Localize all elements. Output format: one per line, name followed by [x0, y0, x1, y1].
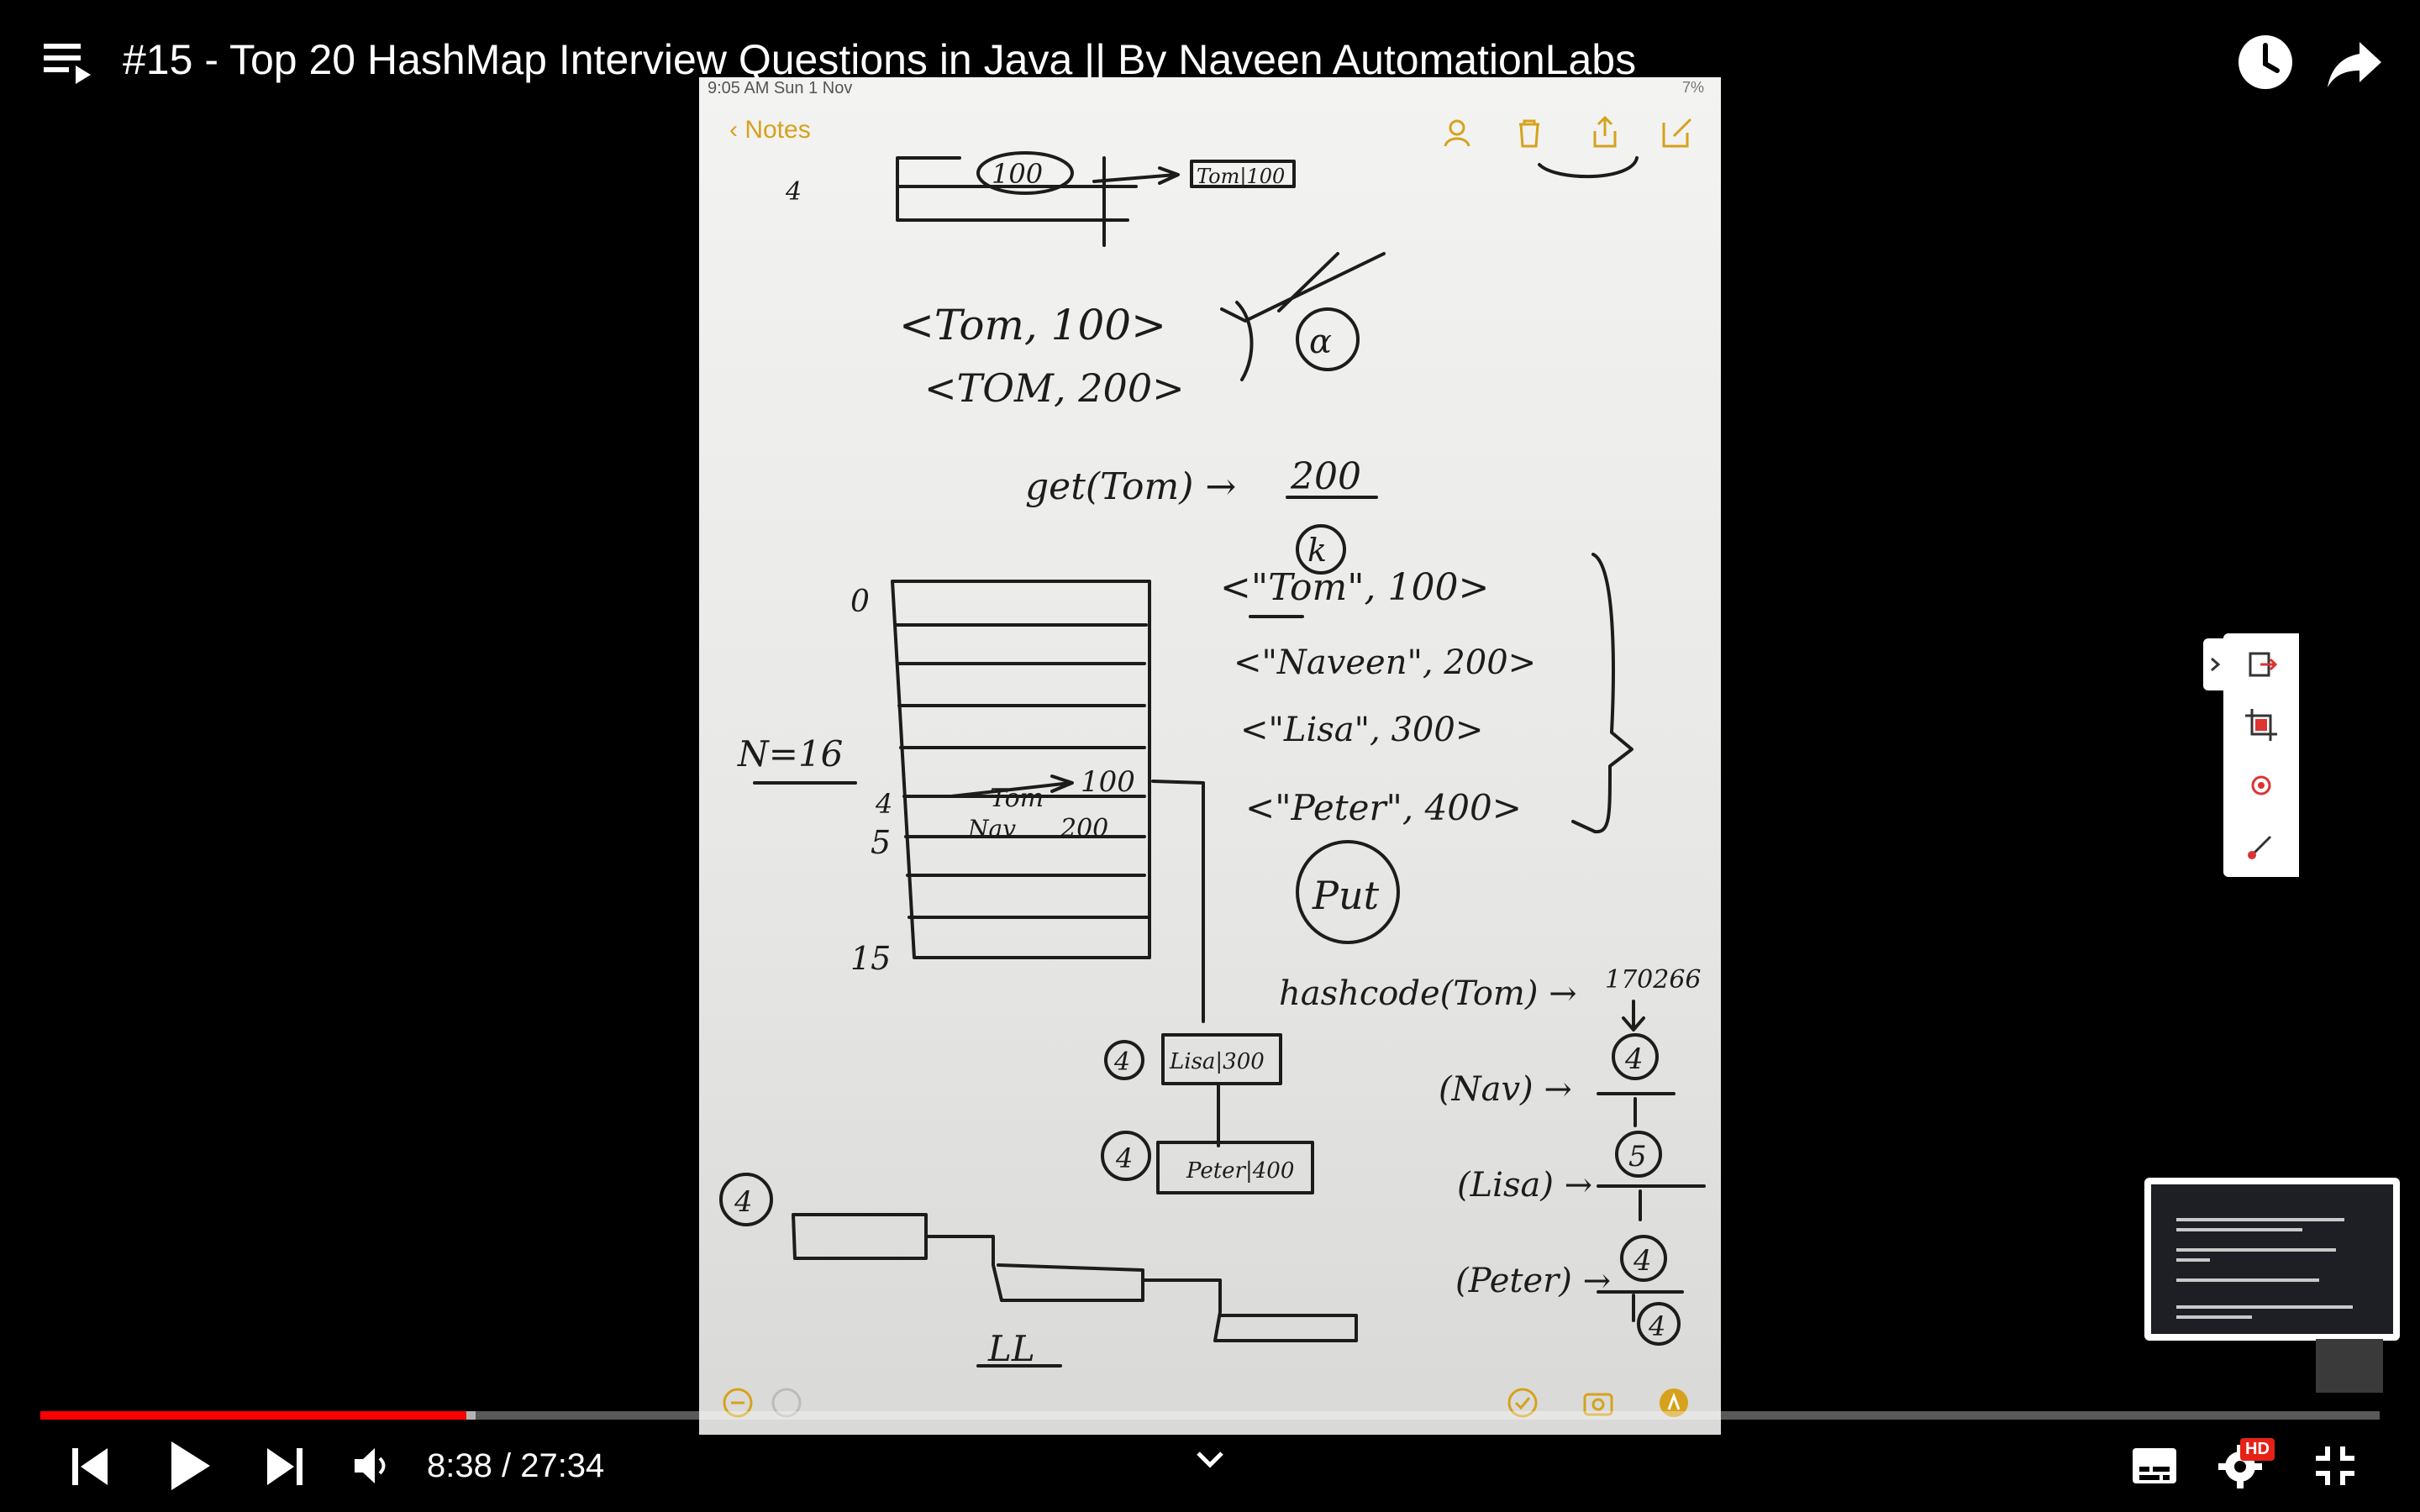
row-4: 4 — [875, 788, 892, 820]
chevron-down-icon[interactable] — [1195, 1450, 1225, 1470]
put-label: Put — [1312, 873, 1380, 918]
thumbnail-line — [2176, 1305, 2353, 1309]
share-icon[interactable] — [2326, 34, 2385, 92]
skip-previous-icon[interactable] — [71, 1443, 109, 1490]
bucket5-value: 200 — [1060, 814, 1108, 843]
node2-text: Peter|400 — [1186, 1158, 1294, 1184]
hash-index-2: 5 — [1628, 1140, 1647, 1173]
pair-4: <"Peter", 400> — [1245, 787, 1522, 828]
hash-value: 170266 — [1605, 965, 1702, 995]
duration: 27:34 — [520, 1447, 605, 1484]
bucket4-value: 100 — [1081, 765, 1135, 799]
time-display: 8:38 / 27:34 — [427, 1443, 604, 1488]
time-separator: / — [492, 1447, 521, 1484]
node1-text: Lisa|300 — [1169, 1049, 1265, 1074]
ll-index: 4 — [734, 1185, 753, 1219]
skip-next-icon[interactable] — [266, 1443, 304, 1490]
thumbnail-line — [2176, 1218, 2344, 1221]
pair-1: <"Tom", 100> — [1220, 566, 1489, 609]
circled-k: k — [1307, 532, 1327, 569]
chevron-right-icon — [2211, 657, 2221, 672]
chevron-left-icon: ‹ — [729, 116, 745, 144]
share-notes-icon[interactable] — [1586, 114, 1623, 151]
crop-icon[interactable] — [2240, 704, 2282, 746]
hd-badge: HD — [2240, 1438, 2275, 1461]
node2-index: 4 — [1115, 1142, 1133, 1174]
volume-icon[interactable] — [353, 1445, 387, 1487]
subtitles-icon[interactable] — [2131, 1445, 2178, 1487]
checklist-icon[interactable] — [1506, 1386, 1539, 1420]
trash-icon[interactable] — [1511, 114, 1548, 151]
redo-icon[interactable] — [770, 1386, 803, 1420]
thumbnail-line — [2176, 1258, 2210, 1262]
row-0: 0 — [850, 585, 870, 619]
hash-index-4: 4 — [1648, 1310, 1665, 1342]
pair-3: <"Lisa", 300> — [1240, 711, 1483, 749]
row-5: 5 — [871, 824, 891, 861]
top-node: Tom|100 — [1197, 165, 1285, 189]
notes-back-label: Notes — [744, 116, 811, 144]
progress-bar[interactable] — [40, 1411, 2380, 1420]
markup-icon[interactable] — [1657, 1386, 1691, 1420]
thumbnail-line — [2176, 1248, 2336, 1252]
bucket5-nav: Nav — [967, 815, 1016, 843]
get-result: 200 — [1290, 455, 1361, 498]
hash-index-1: 4 — [1624, 1042, 1644, 1076]
thumbnail-line — [2176, 1278, 2319, 1282]
top-value: 100 — [992, 158, 1043, 190]
entry-1: <Tom, 100> — [899, 301, 1166, 349]
exit-icon[interactable] — [2240, 643, 2282, 685]
brush-icon[interactable] — [2240, 825, 2282, 867]
video-frame[interactable]: 9:05 AM Sun 1 Nov 7% ‹ Notes 4 100 Tom|1… — [699, 77, 1721, 1435]
hash-index-3: 4 — [1633, 1244, 1652, 1278]
playlist-icon[interactable] — [42, 37, 97, 92]
clock-icon[interactable] — [2235, 32, 2296, 92]
hash-peter: (Peter) → — [1455, 1262, 1611, 1300]
undo-icon[interactable] — [721, 1386, 755, 1420]
hash-lisa: (Lisa) → — [1457, 1166, 1592, 1205]
tool-panel — [2223, 633, 2299, 877]
top-row-index: 4 — [785, 177, 802, 207]
current-time: 8:38 — [427, 1447, 492, 1484]
play-icon[interactable] — [166, 1438, 213, 1494]
collaborate-icon[interactable] — [1439, 114, 1476, 151]
compose-icon[interactable] — [1659, 114, 1696, 151]
camera-icon[interactable] — [1581, 1386, 1615, 1420]
notes-back-button[interactable]: ‹ Notes — [729, 116, 811, 144]
ipad-status-time: 9:05 AM Sun 1 Nov — [708, 79, 853, 97]
thumbnail-line — [2176, 1228, 2302, 1231]
n-label: N=16 — [737, 733, 843, 774]
hash-line: hashcode(Tom) → — [1279, 974, 1577, 1013]
settings-button[interactable]: HD — [2218, 1438, 2277, 1490]
ll-label: LL — [987, 1328, 1035, 1369]
node1-index: 4 — [1113, 1047, 1130, 1077]
ipad-battery: 7% — [1681, 79, 1704, 96]
presenter-webcam — [2316, 1339, 2383, 1393]
thumbnail-line — [2176, 1315, 2252, 1319]
exit-fullscreen-icon[interactable] — [2314, 1445, 2356, 1487]
circled-alpha: α — [1309, 323, 1332, 361]
progress-played — [40, 1411, 466, 1420]
entry-2: <TOM, 200> — [924, 365, 1185, 411]
row-15: 15 — [850, 940, 891, 977]
thumbnail-screen — [2151, 1184, 2393, 1334]
hash-nav: (Nav) → — [1439, 1070, 1572, 1109]
preview-thumbnail[interactable] — [2144, 1178, 2400, 1341]
get-call: get(Tom) → — [1025, 465, 1236, 508]
handwritten-sketch: 4 100 Tom|100 <Tom, 100> <TOM, 200> α ge… — [719, 151, 1706, 1369]
record-icon[interactable] — [2240, 764, 2282, 806]
video-title[interactable]: #15 - Top 20 HashMap Interview Questions… — [123, 36, 1637, 83]
pair-2: <"Naveen", 200> — [1234, 643, 1536, 682]
